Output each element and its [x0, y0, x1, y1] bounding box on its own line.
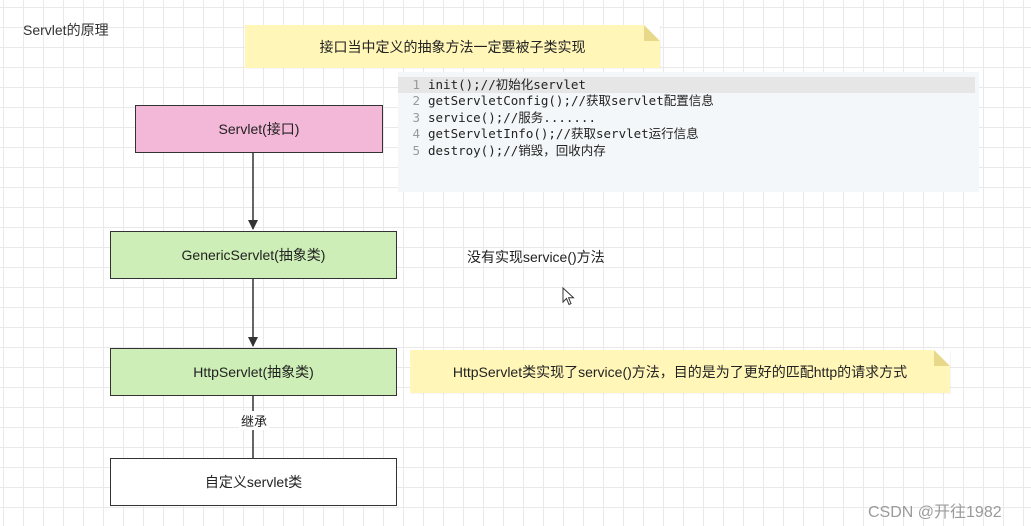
http-servlet-label: HttpServlet(抽象类): [193, 364, 314, 380]
note-interface-methods: 接口当中定义的抽象方法一定要被子类实现: [245, 25, 660, 68]
cursor-icon: [562, 287, 575, 306]
code-block: 1 init();//初始化servlet 2 getServletConfig…: [398, 72, 979, 192]
line-number: 4: [412, 126, 420, 142]
code-line: 3 service();//服务.......: [398, 110, 979, 126]
line-number: 5: [412, 142, 420, 158]
code-line: 1 init();//初始化servlet: [398, 77, 975, 94]
custom-servlet-label: 自定义servlet类: [204, 474, 303, 490]
code-text: getServletInfo();//获取servlet运行信息: [428, 126, 699, 142]
generic-servlet-box: GenericServlet(抽象类): [110, 231, 397, 279]
note-http-servlet: HttpServlet类实现了service()方法，目的是为了更好的匹配htt…: [410, 350, 950, 393]
note-interface-methods-text: 接口当中定义的抽象方法一定要被子类实现: [319, 38, 586, 55]
note-fold-icon: [644, 25, 660, 41]
custom-servlet-box: 自定义servlet类: [110, 458, 397, 506]
line-number: 2: [412, 93, 420, 109]
watermark: CSDN @开往1982: [868, 504, 1002, 521]
inherit-label: 继承: [239, 411, 270, 430]
note-fold-icon: [934, 350, 950, 366]
http-servlet-box: HttpServlet(抽象类): [110, 348, 397, 396]
diagram-title: Servlet的原理: [23, 22, 109, 38]
generic-servlet-label: GenericServlet(抽象类): [181, 247, 326, 263]
code-text: init();//初始化servlet: [428, 77, 586, 92]
code-line: 2 getServletConfig();//获取servlet配置信息: [398, 93, 979, 109]
servlet-interface-label: Servlet(接口): [218, 121, 300, 137]
code-text: service();//服务.......: [428, 109, 596, 125]
no-service-label: 没有实现service()方法: [467, 249, 605, 265]
code-text: destroy();//销毁，回收内存: [428, 142, 606, 158]
note-http-servlet-text: HttpServlet类实现了service()方法，目的是为了更好的匹配htt…: [452, 363, 908, 380]
line-number: 3: [412, 109, 420, 125]
code-text: getServletConfig();//获取servlet配置信息: [428, 93, 714, 109]
line-number: 1: [412, 77, 420, 92]
code-line: 4 getServletInfo();//获取servlet运行信息: [398, 126, 979, 142]
servlet-interface-box: Servlet(接口): [135, 105, 383, 153]
code-line: 5 destroy();//销毁，回收内存: [398, 143, 979, 159]
